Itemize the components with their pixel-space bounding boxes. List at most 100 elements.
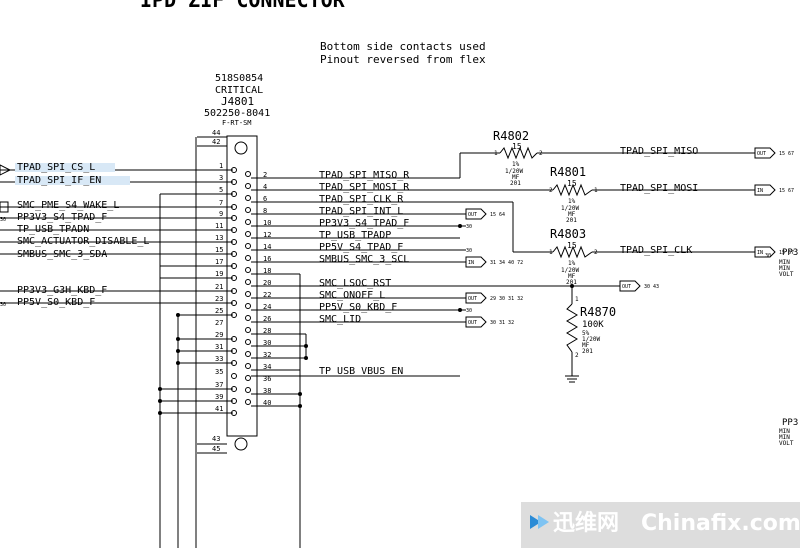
svg-text:18: 18 bbox=[263, 267, 271, 275]
svg-text:16: 16 bbox=[263, 255, 271, 263]
svg-text:32: 32 bbox=[263, 351, 271, 359]
net-pp3v3-s4-tpad-f-right: PP3V3_S4_TPAD_F bbox=[319, 218, 409, 229]
svg-text:31 34 40 72: 31 34 40 72 bbox=[490, 260, 523, 266]
watermark-brand-en: Chinafix.com bbox=[641, 511, 800, 536]
svg-text:30 43: 30 43 bbox=[644, 284, 659, 290]
svg-text:30: 30 bbox=[466, 308, 472, 314]
svg-text:30: 30 bbox=[765, 253, 771, 259]
svg-text:OUT: OUT bbox=[757, 151, 766, 157]
svg-text:31: 31 bbox=[215, 343, 223, 351]
svg-text:15: 15 bbox=[567, 241, 577, 250]
highlight-if-en bbox=[15, 176, 130, 185]
svg-text:2: 2 bbox=[549, 187, 553, 194]
right-net-labels: TPAD_SPI_MISO_R TPAD_SPI_MOSI_R TPAD_SPI… bbox=[319, 170, 410, 377]
svg-text:15: 15 bbox=[512, 142, 522, 151]
svg-text:MF: MF bbox=[568, 273, 576, 280]
net-smc-pme-s4-wake-l: SMC_PME_S4_WAKE_L bbox=[17, 200, 119, 211]
highlight-cs bbox=[15, 163, 115, 172]
svg-text:IN: IN bbox=[757, 188, 763, 194]
page-title: IPD ZIF CONNECTOR bbox=[140, 0, 346, 12]
svg-text:3: 3 bbox=[219, 174, 223, 182]
svg-text:38: 38 bbox=[263, 387, 271, 395]
svg-text:201: 201 bbox=[582, 348, 593, 355]
note-line-2: Pinout reversed from flex bbox=[320, 53, 486, 66]
resistor-r4803: R4803 15 1 2 1% 1/20W MF 201 TPAD_SPI_CL… bbox=[549, 227, 692, 286]
svg-text:1: 1 bbox=[494, 150, 498, 157]
left-net-labels: TPAD_SPI_CS_L TPAD_SPI_IF_EN SMC_PME_S4_… bbox=[17, 162, 149, 308]
svg-text:R4801: R4801 bbox=[550, 165, 586, 179]
right-edge-fragments: PP3 MIN MIN VOLT 30 PP3 MIN MIN VOLT bbox=[765, 248, 798, 447]
r4801-body bbox=[552, 183, 593, 197]
svg-text:15: 15 bbox=[567, 179, 577, 188]
svg-text:7: 7 bbox=[219, 199, 223, 207]
svg-text:30: 30 bbox=[466, 224, 472, 230]
pin-44: 44 bbox=[212, 129, 220, 137]
svg-text:34: 34 bbox=[263, 363, 271, 371]
pin-45: 45 bbox=[212, 445, 220, 453]
junction-dots bbox=[158, 224, 574, 415]
svg-text:VOLT: VOLT bbox=[779, 440, 794, 447]
svg-text:1/20W: 1/20W bbox=[582, 336, 600, 343]
net-tpad-spi-clk-r: TPAD_SPI_CLK_R bbox=[319, 194, 404, 205]
svg-text:1/20W: 1/20W bbox=[561, 267, 579, 274]
svg-text:2: 2 bbox=[594, 249, 598, 256]
svg-text:15 67: 15 67 bbox=[779, 188, 794, 194]
svg-text:10: 10 bbox=[263, 219, 271, 227]
svg-text:100K: 100K bbox=[582, 320, 604, 330]
resistor-r4870: 1 R4870 100K 5% 1/20W MF 201 2 bbox=[575, 296, 616, 359]
net-tp-usb-tpadn: TP_USB_TPADN bbox=[17, 224, 89, 235]
svg-text:201: 201 bbox=[566, 217, 577, 224]
svg-text:1: 1 bbox=[549, 249, 553, 256]
net-tpad-spi-cs-l: TPAD_SPI_CS_L bbox=[17, 162, 95, 173]
r4870-body bbox=[566, 303, 578, 353]
svg-text:30: 30 bbox=[0, 302, 6, 308]
mount-pin-44 bbox=[234, 141, 248, 155]
svg-text:2: 2 bbox=[575, 352, 579, 359]
svg-text:1: 1 bbox=[575, 296, 579, 303]
svg-text:OUT: OUT bbox=[468, 212, 477, 218]
svg-text:5%: 5% bbox=[582, 330, 590, 337]
svg-text:TPAD_SPI_CLK: TPAD_SPI_CLK bbox=[620, 245, 692, 256]
svg-text:1%: 1% bbox=[568, 198, 576, 205]
svg-text:2: 2 bbox=[539, 150, 543, 157]
net-smc-lsoc-rst: SMC_LSOC_RST bbox=[319, 278, 391, 289]
net-tpad-spi-mosi-r: TPAD_SPI_MOSI_R bbox=[319, 182, 410, 193]
svg-text:15 67: 15 67 bbox=[779, 151, 794, 157]
svg-text:24: 24 bbox=[263, 303, 271, 311]
svg-text:14: 14 bbox=[263, 243, 271, 251]
svg-text:15: 15 bbox=[215, 246, 223, 254]
watermark-brand-cn: 迅维网 bbox=[553, 510, 619, 536]
svg-text:MF: MF bbox=[582, 342, 590, 349]
svg-text:MIN: MIN bbox=[779, 434, 790, 441]
svg-text:30: 30 bbox=[466, 248, 472, 254]
net-smc-lid: SMC_LID bbox=[319, 314, 361, 325]
svg-text:R4802: R4802 bbox=[493, 129, 529, 143]
net-pp3v3-s4-tpad-f-left: PP3V3_S4_TPAD_F bbox=[17, 212, 107, 223]
offpage-lid bbox=[465, 316, 487, 328]
svg-text:MIN: MIN bbox=[779, 259, 790, 266]
offpage-lsoc bbox=[619, 280, 641, 292]
offpage-miso bbox=[754, 147, 776, 159]
offpage-onoff bbox=[465, 292, 487, 304]
pin-43: 43 bbox=[212, 435, 220, 443]
svg-text:15 64: 15 64 bbox=[490, 212, 505, 218]
svg-text:26: 26 bbox=[263, 315, 271, 323]
svg-text:35: 35 bbox=[215, 368, 223, 376]
r4803-body bbox=[552, 245, 593, 259]
net-smbus-smc-3-sda: SMBUS_SMC_3_SDA bbox=[17, 249, 107, 260]
connector-mfr-part: 502250-8041 bbox=[204, 108, 270, 119]
svg-text:19: 19 bbox=[215, 270, 223, 278]
offpage-mosi bbox=[754, 184, 776, 196]
offpage-left-cs bbox=[0, 164, 12, 176]
mount-pin-43 bbox=[234, 437, 248, 451]
net-tpad-spi-if-en: TPAD_SPI_IF_EN bbox=[17, 175, 101, 186]
watermark-box bbox=[521, 502, 800, 548]
svg-text:R4803: R4803 bbox=[550, 227, 586, 241]
svg-text:R4870: R4870 bbox=[580, 305, 616, 319]
svg-text:MIN: MIN bbox=[779, 428, 790, 435]
